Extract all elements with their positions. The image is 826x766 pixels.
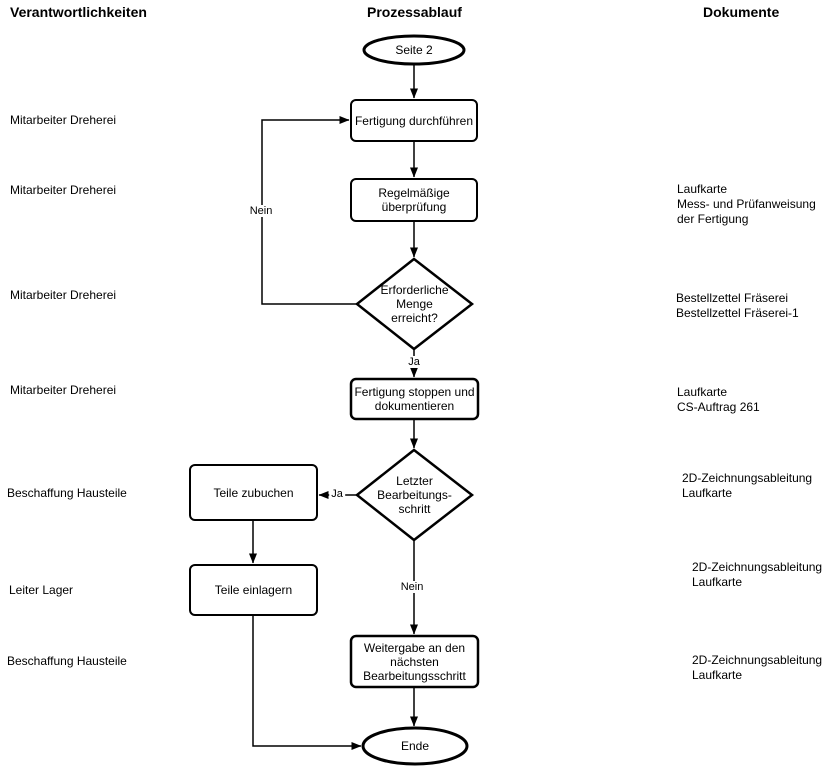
document-label: Laufkarte CS-Auftrag 261 <box>677 385 760 414</box>
edge-label-nein-letzter: Nein <box>398 581 426 593</box>
node-erforderliche-menge-erreicht: Erforderliche Menge erreicht? <box>380 283 449 325</box>
node-regelmaessige-ueberpruefung: Regelmäßige überprüfung <box>378 186 450 214</box>
responsibility-label: Mitarbeiter Dreherei <box>10 183 117 197</box>
node-weitergabe: Weitergabe an den nächsten Bearbeitungss… <box>363 640 466 683</box>
responsibility-label: Mitarbeiter Dreherei <box>10 383 117 397</box>
node-fertigung-durchfuehren: Fertigung durchführen <box>354 113 474 128</box>
process-box-weitergabe <box>349 634 480 689</box>
column-header-responsibilities: Verantwortlichkeiten <box>10 4 147 20</box>
edge-label-ja-letzter: Ja <box>329 488 345 500</box>
start-terminator-shape <box>362 34 466 66</box>
end-terminator-shape <box>361 726 469 766</box>
process-box-fertigung <box>350 99 478 142</box>
node-teile-zubuchen: Teile zubuchen <box>213 485 294 500</box>
connector-einlagern-to-ende <box>252 615 362 750</box>
responsibility-label: Mitarbeiter Dreherei <box>10 288 117 302</box>
responsibility-label: Leiter Lager <box>9 583 74 597</box>
column-header-documents: Dokumente <box>703 4 780 20</box>
document-label: Laufkarte Mess- und Prüfanweisung der Fe… <box>677 182 816 226</box>
responsibility-label: Beschaffung Hausteile <box>7 486 127 500</box>
process-box-einlagern <box>189 564 318 616</box>
document-label: 2D-Zeichnungsableitung Laufkarte <box>682 471 813 500</box>
responsibility-label: Beschaffung Hausteile <box>7 654 127 668</box>
edge-label-nein-menge: Nein <box>247 205 275 217</box>
document-label: Bestellzettel Fräserei Bestellzettel Frä… <box>676 291 799 320</box>
decision-diamond-letzter <box>354 448 475 542</box>
edge-label-ja-menge: Ja <box>406 356 422 368</box>
process-box-stoppen <box>349 377 480 421</box>
column-header-process: Prozessablauf <box>367 4 462 20</box>
process-box-zubuchen <box>189 464 318 521</box>
document-label: 2D-Zeichnungsableitung Laufkarte <box>692 653 823 682</box>
node-fertigung-stoppen: Fertigung stoppen und dokumentieren <box>354 385 475 413</box>
document-label: 2D-Zeichnungsableitung Laufkarte <box>692 560 823 589</box>
node-start: Seite 2 <box>395 43 433 57</box>
node-teile-einlagern: Teile einlagern <box>214 583 293 597</box>
node-ende: Ende <box>400 739 430 753</box>
decision-diamond-menge <box>354 257 475 351</box>
connector-menge-nein-loop <box>261 116 357 305</box>
responsibility-label: Mitarbeiter Dreherei <box>10 113 117 127</box>
node-letzter-bearbeitungsschritt: Letzter Bearbeitungs- schritt <box>377 474 452 516</box>
process-box-ueberpruefung <box>350 178 478 222</box>
